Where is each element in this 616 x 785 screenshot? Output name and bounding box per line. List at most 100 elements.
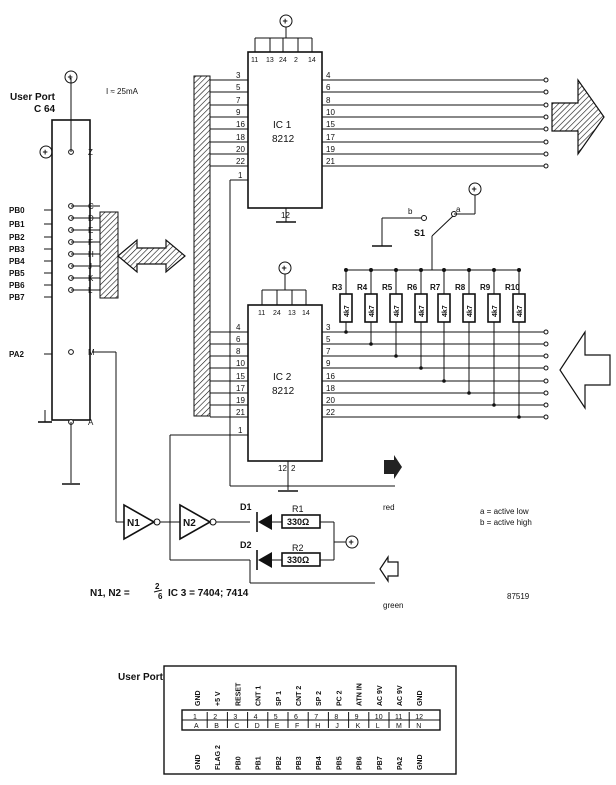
- gate-n1: [123, 503, 156, 541]
- ic2-name: IC 2: [273, 372, 292, 383]
- resistor-value: 4k7: [344, 305, 351, 317]
- resistor-value: 4k7: [442, 305, 449, 317]
- ic-pin-number: 12: [278, 464, 287, 473]
- connector-pin-letter: L: [376, 723, 380, 730]
- connector-top-label: CNT 2: [296, 686, 303, 706]
- red-output-arrow: [384, 455, 402, 479]
- connector-top-label: SP 1: [276, 691, 283, 706]
- svg-text:+: +: [472, 184, 477, 194]
- resistor-value: 4k7: [369, 305, 376, 317]
- connector-pin-number: 2: [213, 714, 217, 721]
- ic-pin-number: 5: [236, 83, 241, 92]
- output-arrow: [551, 78, 605, 156]
- gate-note-num: 2: [155, 582, 160, 591]
- ic-pin-number: 20: [326, 396, 335, 405]
- svg-text:+: +: [43, 147, 48, 157]
- connector-pin-number: 12: [415, 714, 423, 721]
- ic-pin-number: 2: [294, 57, 298, 64]
- connector-frame: [163, 665, 457, 775]
- ic1-name: IC 1: [273, 120, 292, 131]
- connector-top-label: PC 2: [336, 690, 343, 706]
- connector-top-label: GND: [417, 690, 424, 706]
- connector-bottom-label: FLAG 2: [215, 745, 222, 770]
- connector-pin-number: 9: [355, 714, 359, 721]
- connector-bottom-label: PB4: [316, 756, 323, 770]
- ic-pin-number: 22: [326, 408, 335, 417]
- port-pin: [68, 349, 74, 355]
- connector-pin-letter: E: [275, 723, 280, 730]
- legend-b: b = active high: [480, 518, 532, 527]
- port-signal-label: PB6: [9, 281, 25, 290]
- led-d1-label: D1: [240, 502, 252, 512]
- port-signal-label: PA2: [9, 350, 25, 359]
- port-bus: [99, 211, 119, 299]
- reference-number: 87519: [507, 592, 530, 601]
- connector-pin-number: 10: [375, 714, 383, 721]
- supply-icon: [279, 14, 293, 28]
- gate-n2-label: N2: [183, 518, 196, 529]
- led-d1: [258, 514, 272, 530]
- ic2-chip: [247, 304, 323, 462]
- connector-pin-letter: C: [234, 723, 239, 730]
- resistor-r1-value: 330Ω: [287, 517, 309, 527]
- connector-pin-number: 8: [334, 714, 338, 721]
- ic-pin-number: 21: [236, 408, 245, 417]
- ic1-chip: [247, 51, 323, 209]
- resistor-r2-value: 330Ω: [287, 555, 309, 565]
- connector-pin-letter: H: [315, 723, 320, 730]
- current-label: I ≈ 25mA: [106, 87, 139, 96]
- ic-pin-number: 16: [326, 372, 335, 381]
- ic-pin-number: 2: [291, 464, 296, 473]
- ic-pin-number: 14: [308, 57, 316, 64]
- ic-pin-number: 19: [326, 145, 335, 154]
- ic-pin-number: 24: [273, 310, 281, 317]
- svg-text:+: +: [283, 16, 288, 26]
- resistor-value: 4k7: [517, 305, 524, 317]
- ic-pin-number: 10: [236, 359, 245, 368]
- resistor-name: R6: [407, 283, 418, 292]
- switch-name: S1: [414, 228, 425, 238]
- ic-pin-number: 11: [258, 310, 265, 317]
- gate-note-prefix: N1, N2 =: [90, 588, 130, 599]
- connector-bottom-label: PB5: [336, 756, 343, 770]
- led-d2-label: D2: [240, 540, 252, 550]
- ic-bus: [193, 75, 211, 417]
- switch-a-label: a: [456, 205, 461, 214]
- ic-pin-number: 14: [302, 310, 310, 317]
- ic-pin-number: 4: [326, 71, 331, 80]
- ic-pin-number: 22: [236, 157, 245, 166]
- connector-top-label: GND: [195, 690, 202, 706]
- connector-bottom-label: GND: [195, 754, 202, 770]
- connector-top-label: CNT 1: [256, 686, 263, 706]
- ic-pin-number: 24: [279, 57, 287, 64]
- svg-text:+: +: [349, 537, 354, 547]
- connector-top-label: ATN IN: [357, 683, 364, 706]
- ic-pin-number: 8: [326, 96, 331, 105]
- connector-bottom-label: GND: [417, 754, 424, 770]
- connector-bottom-label: PB3: [296, 756, 303, 770]
- supply-icon: [278, 261, 292, 275]
- supply-icon: [345, 535, 359, 549]
- resistor-name: R7: [430, 283, 441, 292]
- ic-pin-number: 19: [236, 396, 245, 405]
- connector-pin-letter: D: [255, 723, 260, 730]
- ic1-part: 8212: [272, 134, 295, 145]
- switch-s1: [431, 215, 454, 237]
- connector-top-label: RESET: [235, 682, 242, 706]
- port-pin-label: M: [88, 348, 95, 357]
- connector-top-label: SP 2: [316, 691, 323, 706]
- connector-bottom-label: PB7: [377, 756, 384, 770]
- connector-pin-number: 4: [254, 714, 258, 721]
- ic-pin-number: 3: [236, 71, 241, 80]
- legend-a: a = active low: [480, 507, 529, 516]
- user-port-block: [51, 119, 91, 421]
- connector-bottom-label: PB1: [256, 756, 263, 770]
- led-d2: [258, 552, 272, 568]
- supply-icon: [64, 70, 78, 84]
- connector-pin-number: 1: [193, 714, 197, 721]
- port-title-line2: C 64: [34, 104, 56, 115]
